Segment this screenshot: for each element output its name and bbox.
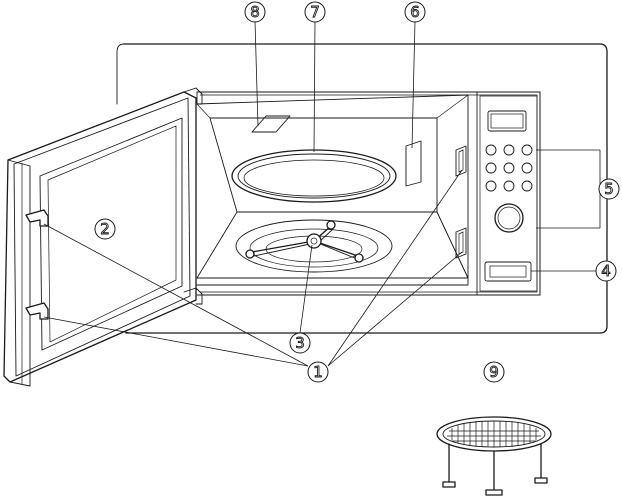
svg-text:8: 8 [250,3,260,21]
callout-8: 8 [245,2,265,22]
svg-text:2: 2 [100,220,110,238]
svg-text:4: 4 [601,262,611,280]
callout-3: 3 [290,333,310,353]
callout-4: 4 [596,261,616,281]
svg-text:7: 7 [310,3,320,21]
grill-rack [437,417,551,495]
latch-slots [456,146,466,258]
callout-7: 7 [305,2,325,22]
svg-text:9: 9 [489,363,499,381]
roller-ring [236,220,392,272]
callout-5: 5 [599,179,619,199]
callout-9: 9 [484,362,504,382]
svg-text:6: 6 [410,3,420,21]
oven-cavity [197,95,468,285]
mica-panel [406,141,421,186]
glass-tray [232,150,396,202]
control-panel [477,92,540,295]
callout-2: 2 [95,219,115,239]
svg-text:5: 5 [604,180,614,198]
callout-6: 6 [405,2,425,22]
svg-text:1: 1 [313,363,323,381]
svg-text:3: 3 [295,334,305,352]
callout-1: 1 [308,362,328,382]
